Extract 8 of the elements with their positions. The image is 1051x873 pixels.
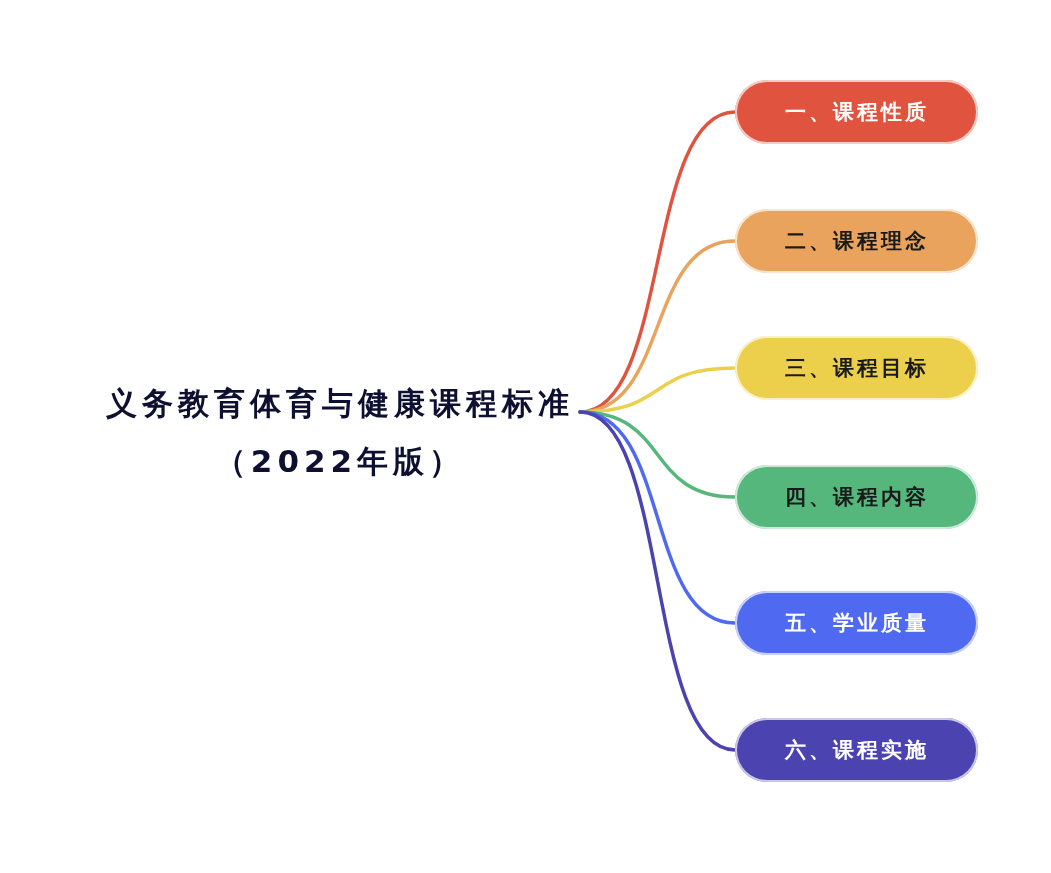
- topic-box: 二、课程理念: [735, 209, 978, 273]
- topic-box: 六、课程实施: [735, 718, 978, 782]
- topic-box: 一、课程性质: [735, 80, 978, 144]
- connector: [578, 410, 737, 752]
- topic-box: 三、课程目标: [735, 336, 978, 400]
- central-topic-text: 义务教育体育与健康课程标准（2022年版）: [100, 380, 580, 484]
- topic-box: 四、课程内容: [735, 465, 978, 529]
- topic-box: 五、学业质量: [735, 591, 978, 655]
